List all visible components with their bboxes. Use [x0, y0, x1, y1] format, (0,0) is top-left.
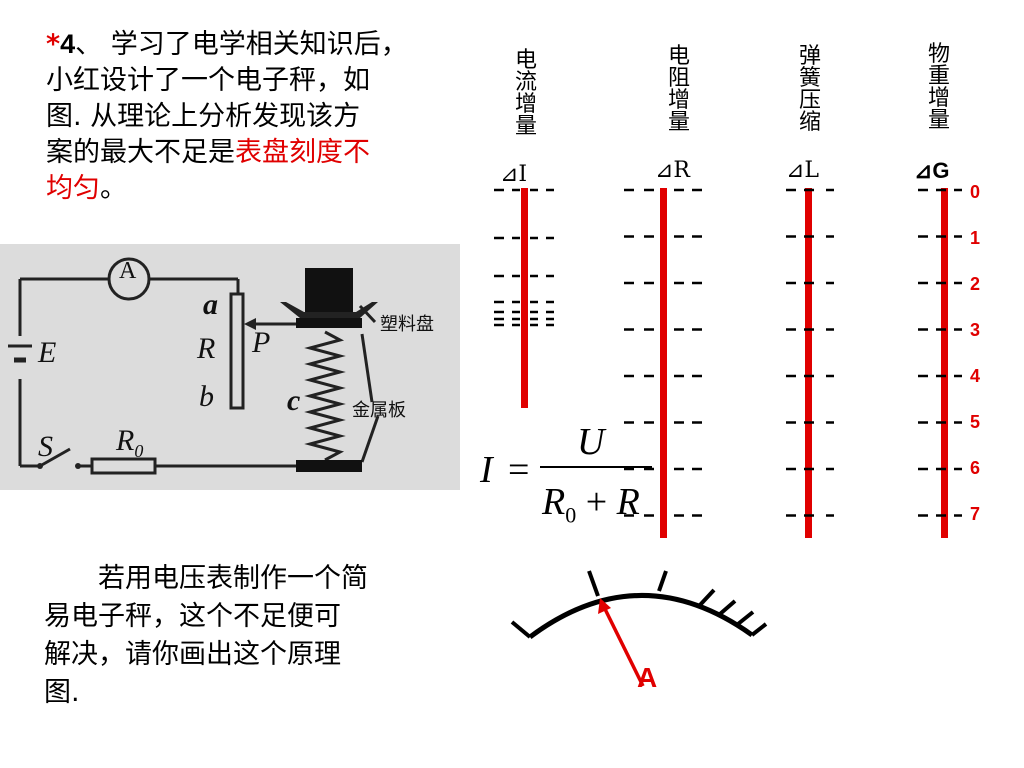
circuit-diagram-photo: A a R P b E c S R0 塑料盘 金属板 — [0, 244, 460, 490]
formula-den-r: R — [616, 481, 640, 523]
question-text: *4、 学习了电学相关知识后， 小红设计了一个电子秤，如 图. 从理论上分析发现… — [46, 26, 466, 207]
label-c: c — [287, 384, 301, 417]
label-p: P — [252, 326, 271, 359]
bar-resistance — [660, 188, 667, 538]
question-sep: 、 — [75, 29, 103, 60]
tick-label-1: 1 — [970, 228, 981, 248]
meter-needle — [602, 606, 645, 687]
meter-ticks — [510, 570, 768, 639]
col-title-weight: 物重增量 — [927, 42, 950, 133]
meter-needle-head — [598, 598, 611, 614]
label-b: b — [199, 380, 214, 413]
label-e: E — [38, 336, 57, 369]
formula-denominator: R0 + R — [542, 480, 640, 529]
label-s: S — [38, 430, 53, 463]
question-highlight-2: 均匀 — [46, 173, 100, 204]
bar-weight — [941, 188, 948, 538]
meter-label: A — [637, 662, 658, 693]
question-line5-end: 。 — [100, 173, 127, 204]
plastic-plate-label: 塑料盘 — [380, 314, 434, 335]
question-line2: 小红设计了一个电子秤，如 — [46, 65, 370, 96]
tick-label-5: 5 — [970, 412, 981, 432]
meter-dial — [510, 570, 768, 687]
question-star: * — [46, 29, 61, 60]
tick-label-3: 3 — [970, 320, 981, 340]
formula-lhs: I — [480, 448, 493, 492]
scales-drawing — [494, 188, 962, 538]
col-delta-spring: ⊿L — [786, 158, 820, 183]
circuit-drawing — [8, 257, 380, 475]
formula-eq: = — [508, 449, 530, 491]
label-a: a — [203, 288, 218, 321]
formula-den-sub: 0 — [565, 502, 577, 528]
metal-plate-label: 金属板 — [352, 400, 406, 421]
col-delta-current: ⊿I — [500, 162, 528, 187]
question-line4: 案的最大不足是 — [46, 137, 235, 168]
tick-label-0: 0 — [970, 182, 981, 202]
col-title-resistance: 电阻增量 — [667, 44, 690, 135]
formula-fraction-bar — [540, 466, 652, 468]
question2-line2: 易电子秤，这个不足便可 — [44, 601, 341, 632]
label-r0-main: R — [116, 424, 135, 457]
ticks-uniform — [624, 188, 962, 517]
formula-i: I — [480, 449, 493, 491]
question-line3: 图. 从理论上分析发现该方 — [46, 101, 361, 132]
formula-den-plus: + — [585, 481, 608, 523]
tick-label-2: 2 — [970, 274, 981, 294]
col-title-spring: 弹簧压缩 — [798, 44, 821, 135]
bar-spring — [805, 188, 812, 538]
question2-line1: 若用电压表制作一个简 — [44, 563, 368, 594]
question-number: 4 — [60, 29, 76, 59]
col-title-current: 电流增量 — [514, 48, 537, 139]
meter-arc — [528, 593, 754, 640]
label-r0: R0 — [116, 424, 143, 462]
ticks-current — [494, 188, 554, 327]
bar-current — [521, 188, 528, 408]
ammeter-label: A — [119, 258, 137, 284]
col-delta-weight: ⊿G — [914, 158, 950, 183]
formula-numerator: U — [577, 421, 605, 463]
tick-label-4: 4 — [970, 366, 981, 386]
tick-label-6: 6 — [970, 458, 981, 478]
col-delta-resistance: ⊿R — [655, 158, 690, 183]
tick-label-7: 7 — [970, 504, 981, 524]
question2-line3: 解决，请你画出这个原理 — [44, 639, 341, 670]
label-r0-sub: 0 — [134, 441, 144, 461]
question-line1: 学习了电学相关知识后， — [102, 29, 408, 60]
question-highlight-1: 表盘刻度不 — [235, 137, 370, 168]
question2-text: 若用电压表制作一个简 易电子秤，这个不足便可 解决，请你画出这个原理 图. — [44, 560, 444, 712]
question2-line4: 图. — [44, 677, 80, 708]
formula-den-r0: R — [542, 481, 566, 523]
label-r: R — [197, 332, 216, 365]
